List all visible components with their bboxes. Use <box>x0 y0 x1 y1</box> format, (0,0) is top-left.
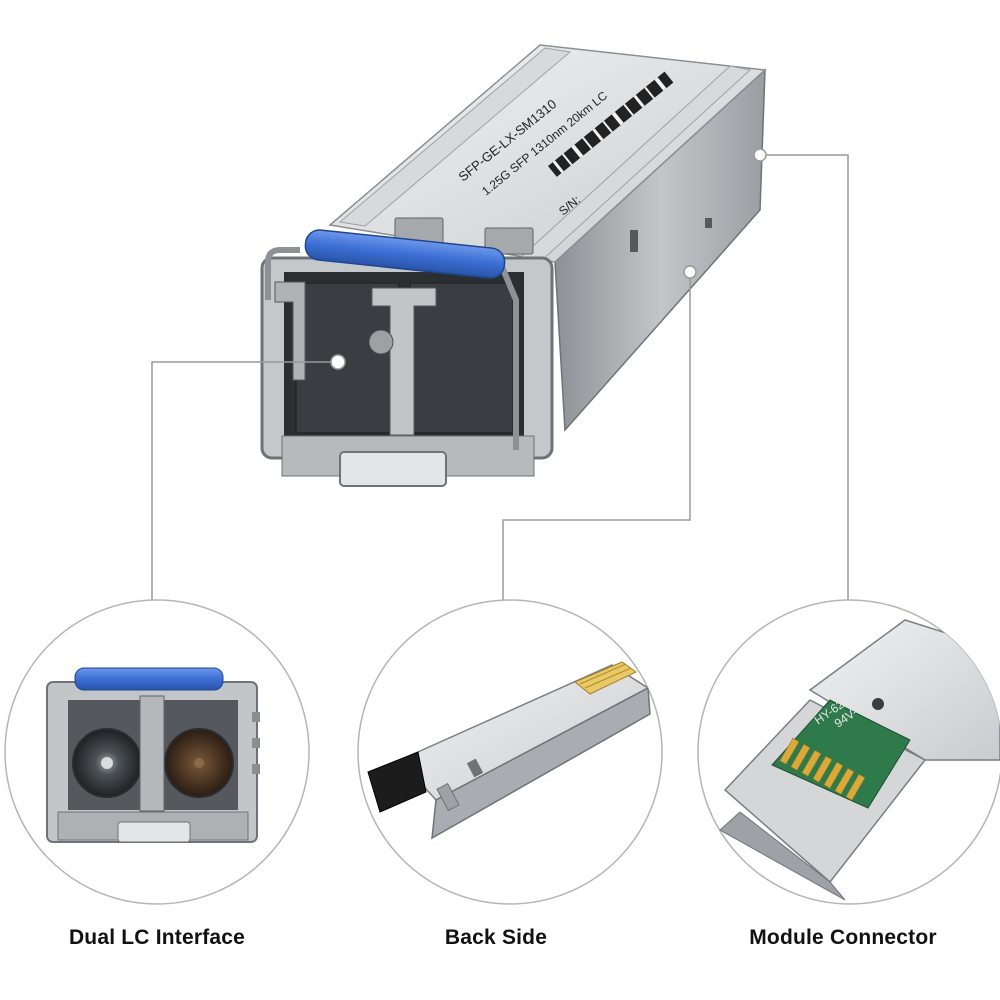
pcb-edge <box>771 699 911 809</box>
callout-dots <box>330 148 767 370</box>
callout-dot <box>753 148 767 162</box>
detail-circle-module-connector: HY-628 94V-0 <box>697 599 1000 905</box>
barcode <box>548 71 674 177</box>
caption-module-connector: Module Connector <box>749 926 937 949</box>
caption-back-side: Back Side <box>444 926 548 949</box>
blue-latch-bale <box>304 229 506 279</box>
gold-contacts <box>779 737 866 801</box>
callout-dot <box>683 265 697 279</box>
detail-circle-dual-lc <box>4 599 310 905</box>
caption-dual-lc-interface: Dual LC Interface <box>68 926 246 949</box>
sfp-module-main: SFP-GE-LX-SM1310 1.25G SFP 1310nm 20km L… <box>260 44 767 487</box>
detail-circle-back-side <box>357 599 663 905</box>
callout-dot <box>330 354 346 370</box>
leader-lines <box>151 154 849 602</box>
